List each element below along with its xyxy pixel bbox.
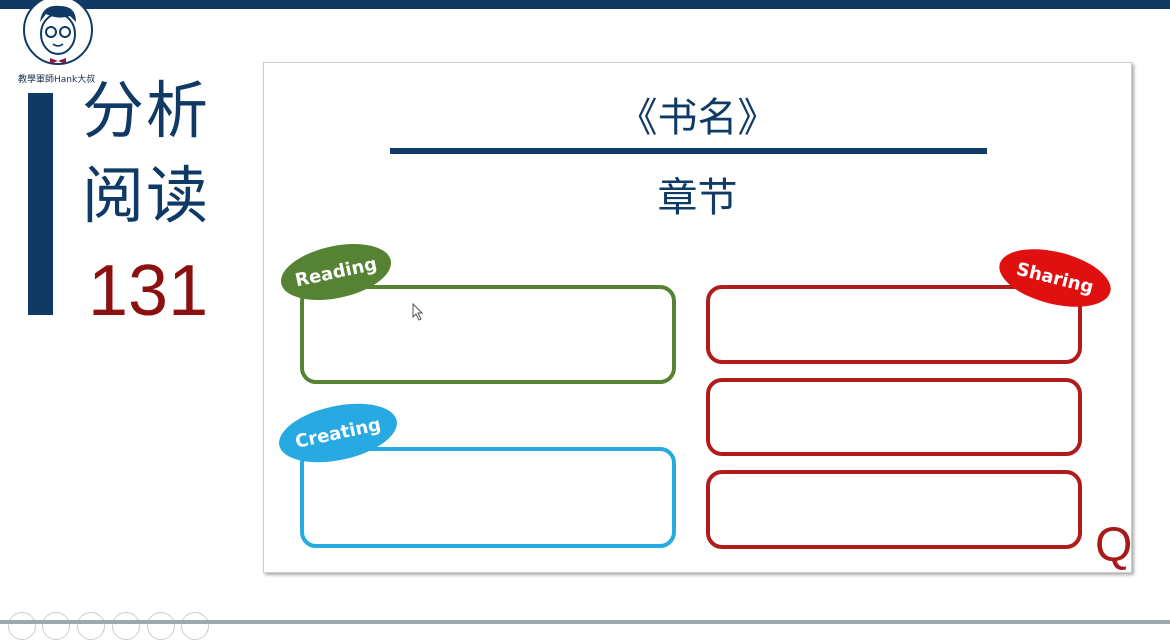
corner-logo-q: Q (1095, 519, 1133, 572)
side-title-line2: 阅读 (82, 159, 211, 232)
sharing-box-1 (706, 285, 1082, 364)
zoom-icon[interactable] (147, 612, 175, 640)
chapter-title: 章节 (657, 175, 738, 221)
nav-next-icon[interactable] (42, 612, 70, 640)
top-bar (0, 0, 1170, 9)
logo-text: 教學軍師Hank大叔 (18, 75, 96, 85)
teacher-avatar-logo (23, 0, 93, 65)
episode-number: 131 (88, 251, 209, 331)
creating-box (300, 447, 676, 548)
nav-prev-icon[interactable] (8, 612, 36, 640)
slides-icon[interactable] (112, 612, 140, 640)
more-icon[interactable] (181, 612, 209, 640)
bottom-bar (0, 620, 1170, 624)
side-title-line1: 分析 (82, 74, 211, 147)
book-title: 《书名》 (617, 95, 778, 141)
slide-card: 《书名》 章节 (263, 62, 1132, 573)
sharing-box-2 (706, 378, 1082, 456)
reading-box (300, 285, 676, 384)
mouse-cursor-icon (412, 303, 424, 321)
pen-icon[interactable] (77, 612, 105, 640)
accent-bar (28, 93, 53, 315)
title-divider (390, 148, 987, 154)
sharing-box-3 (706, 470, 1082, 549)
